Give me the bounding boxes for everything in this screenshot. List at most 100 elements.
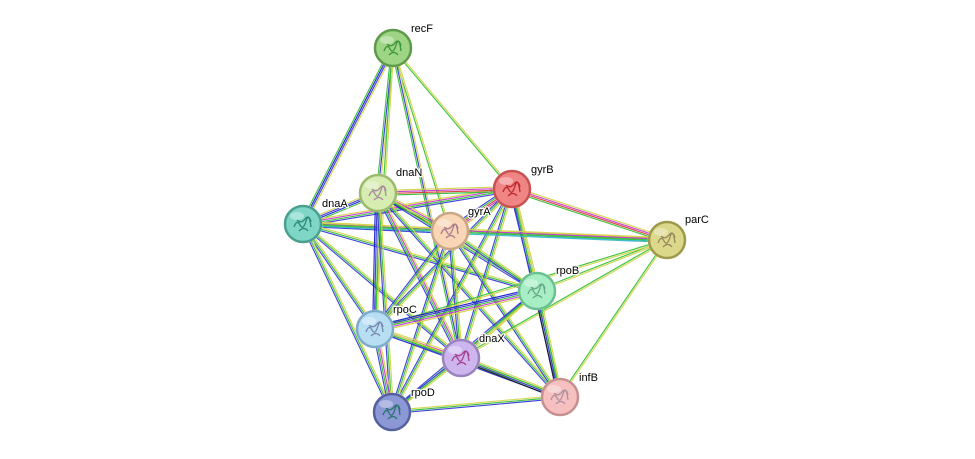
node-circle[interactable] [355,309,395,349]
edge-evidence-line [304,48,396,226]
protein-structure-icon [440,223,459,239]
node-circle[interactable] [492,169,532,209]
node-label: dnaX [479,333,505,345]
edge-evidence-line [392,398,561,415]
node-circle[interactable] [441,338,481,378]
edge-evidence-line [301,47,393,224]
protein-structure-icon [550,389,569,405]
edge-evidence-line [460,238,667,358]
node-rpoD[interactable]: rpoD [372,386,436,432]
edge-evidence-line [374,230,451,330]
node-circle[interactable] [283,204,323,244]
node-circle[interactable] [430,211,470,251]
node-dnaN[interactable]: dnaN [358,166,424,213]
edge-evidence-line [303,222,377,329]
edge-evidence-line [393,47,514,189]
edge-evidence-line [376,193,560,399]
node-label: infB [579,372,598,384]
edge-evidence-line [448,231,560,399]
edge-evidence-line [392,189,514,414]
node-dnaX[interactable]: dnaX [441,332,507,378]
edge-evidence-line [379,192,395,412]
edge-evidence-line [378,189,513,195]
edge-evidence-line [392,231,453,413]
node-label: rpoB [556,265,579,277]
node-circle[interactable] [517,271,557,311]
protein-structure-icon [527,283,546,299]
edge-evidence-line [303,190,513,227]
node-gyrA[interactable]: gyrA [430,205,493,251]
node-label: parC [685,214,709,226]
node-circle[interactable] [647,220,687,260]
protein-structure-icon [293,216,312,232]
edge-evidence-line [391,188,513,413]
edges-layer [300,46,669,415]
node-rpoC[interactable]: rpoC [355,303,418,349]
edge-gyrB-rpoC [373,187,514,331]
node-circle[interactable] [540,377,580,417]
edge-evidence-line [560,240,669,398]
edge-gyrA-parC [449,228,668,243]
node-circle[interactable] [358,173,398,213]
edge-gyrB-dnaX [458,188,515,359]
edge-evidence-line [300,46,392,224]
edge-evidence-line [391,396,561,413]
node-label: rpoC [393,304,417,316]
edge-dnaN-dnaX [375,191,464,360]
edge-dnaN-rpoD [375,192,395,413]
node-highlight [654,228,668,236]
protein-structure-icon [382,404,401,420]
protein-structure-icon [368,185,387,201]
edge-evidence-line [379,191,464,358]
edge-evidence-line [302,224,537,294]
edge-evidence-line [377,192,561,398]
edge-evidence-line [378,192,463,358]
edge-evidence-line [449,230,561,398]
edge-evidence-line [449,231,667,242]
edge-evidence-line [373,187,512,329]
edge-evidence-line [374,287,537,327]
edge-rpoB-rpoC [374,287,538,333]
node-highlight [365,181,379,189]
node-circle[interactable] [372,392,412,432]
edge-evidence-line [512,186,668,239]
node-infB[interactable]: infB [540,371,599,417]
edge-evidence-line [372,192,377,329]
node-gyrB[interactable]: gyrB [492,163,555,209]
edge-evidence-line [390,187,512,412]
edge-evidence-line [303,48,395,225]
edge-evidence-line [447,231,460,359]
node-highlight [547,385,561,393]
edge-evidence-line [450,228,668,239]
node-recF[interactable]: recF [373,22,435,68]
edge-dnaA-rpoB [302,221,538,294]
node-highlight [437,219,451,227]
edge-gyrB-rpoD [390,187,514,414]
edge-evidence-line [391,48,512,190]
edge-evidence-line [458,188,512,358]
edge-evidence-line [375,293,538,333]
edge-gyrA-rpoC [373,229,452,331]
edge-evidence-line [302,223,376,330]
edge-evidence-line [511,189,667,242]
edge-evidence-line [375,231,452,331]
node-parC[interactable]: parC [647,213,710,260]
node-label: gyrA [468,206,491,218]
edge-evidence-line [375,47,392,193]
edge-evidence-line [450,229,562,397]
edge-parC-dnaX [460,238,668,360]
node-label: gyrB [531,164,554,176]
edge-evidence-line [461,240,668,360]
edge-gyrA-dnaX [447,230,464,359]
protein-structure-icon [365,321,384,337]
node-circle[interactable] [373,28,413,68]
edge-evidence-line [302,223,393,413]
edge-evidence-line [375,193,391,413]
node-dnaA[interactable]: dnaA [283,197,350,244]
node-rpoB[interactable]: rpoB [517,264,581,311]
edge-dnaN-gyrB [377,186,513,196]
edge-evidence-line [373,192,378,329]
edge-evidence-line [378,191,562,397]
edge-evidence-line [449,232,667,243]
